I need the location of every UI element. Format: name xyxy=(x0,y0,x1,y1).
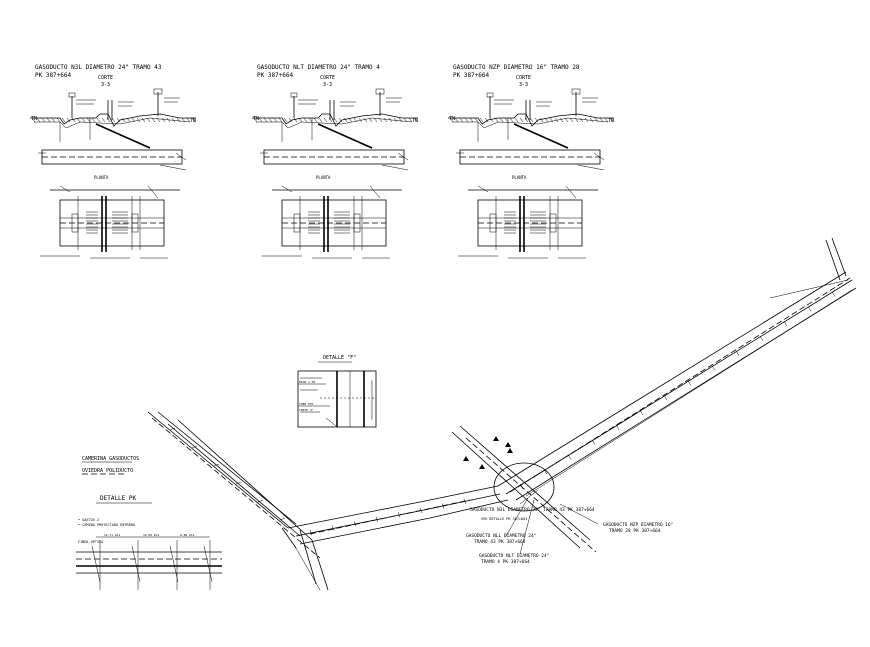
detalle-f-title: DETALLE "F" xyxy=(323,355,356,361)
section-linework xyxy=(448,88,614,259)
tn-right-label: TN xyxy=(608,118,614,124)
section-block-3: GASODUCTO NZP DIAMETRO 16" TRAMO 28 PK 3… xyxy=(448,64,614,259)
triangle-marker-icon xyxy=(479,464,485,469)
svg-text:DIAM 1.00: DIAM 1.00 xyxy=(299,380,315,384)
tn-right-label: TN xyxy=(190,118,196,124)
detalle-pk: CAMERINA GASODUCTOS OVIEDRA POLIDUCTO DE… xyxy=(76,456,222,590)
ground-profile xyxy=(30,113,196,127)
section-block-2: GASODUCTO NLT DIAMETRO 24" TRAMO 4 PK 38… xyxy=(252,64,418,259)
planta-label: PLANTA xyxy=(512,175,527,180)
section-pk: PK 387+664 xyxy=(257,72,294,79)
section-title: GASODUCTO NLT DIAMETRO 24" TRAMO 4 xyxy=(257,64,380,71)
corte-id: 3-3 xyxy=(101,82,110,88)
legend-line-2: OVIEDRA POLIDUCTO xyxy=(82,468,133,474)
label-nlt-line1: GASODUCTO NLT DIAMETRO 24" xyxy=(479,553,549,559)
ground-profile xyxy=(252,113,418,127)
triangle-marker-icon xyxy=(507,448,513,453)
svg-text:12.71 mts: 12.71 mts xyxy=(104,533,120,537)
svg-text:6.80 mts: 6.80 mts xyxy=(180,533,195,537)
svg-text:CORTE 4": CORTE 4" xyxy=(299,408,314,412)
svg-text:16.00 mts: 16.00 mts xyxy=(143,533,159,537)
corte-id: 3-3 xyxy=(323,82,332,88)
svg-text:TUBO PVC: TUBO PVC xyxy=(299,402,314,406)
label-ver-detalle: VER DETALLE PK 387+664 xyxy=(481,517,527,521)
label-gasoducto-n3l: GASODUCTO N3L DIAMETRO 24" TRAMO 43 PK 3… xyxy=(470,507,595,513)
triangle-marker-icon xyxy=(463,456,469,461)
label-nlt-line2: TRAMO 4 PK 387+664 xyxy=(481,559,530,565)
tn-left-label: TN xyxy=(31,116,37,122)
corte-label: CORTE xyxy=(98,75,113,81)
plan-labels: GASODUCTO N3L DIAMETRO 24" TRAMO 43 PK 3… xyxy=(466,507,673,565)
corte-label: CORTE xyxy=(516,75,531,81)
section-linework xyxy=(30,88,196,259)
corte-id: 3-3 xyxy=(519,82,528,88)
tn-left-label: TN xyxy=(253,116,259,122)
section-title: GASODUCTO N3L DIAMETRO 24" TRAMO 43 xyxy=(35,64,162,71)
label-nzp-line2: TRAMO 28 PK 387+664 xyxy=(609,528,661,534)
triangle-marker-icon xyxy=(505,442,511,447)
tn-left-label: TN xyxy=(449,116,455,122)
junction-circle xyxy=(493,462,555,512)
tn-right-label: TN xyxy=(412,118,418,124)
note-1: • GASTOS 2 xyxy=(78,518,99,522)
note-2: • CAMINO PROYECTADO ENTRENA xyxy=(78,523,136,527)
detalle-pk-title: DETALLE PK xyxy=(100,495,137,502)
legend-line-1: CAMERINA GASODUCTOS xyxy=(82,456,139,462)
fibra-label: FIBRA OPTICA xyxy=(78,540,104,544)
label-nll-line1: GASODUCTO NLL DIAMETRO 24" xyxy=(466,533,536,539)
planta-frame xyxy=(59,199,165,247)
planta-label: PLANTA xyxy=(94,175,109,180)
section-pk: PK 387+664 xyxy=(453,72,490,79)
label-nzp-line1: GASODUCTO NZP DIAMETRO 16" xyxy=(603,522,673,528)
corte-label: CORTE xyxy=(320,75,335,81)
planta-frame xyxy=(477,199,583,247)
detalle-f: DETALLE "F" DIAM 1.00 TUBO PVC CORTE 4" xyxy=(297,355,377,428)
section-pk: PK 387+664 xyxy=(35,72,72,79)
ground-profile xyxy=(448,113,614,127)
label-nll-line2: TRAMO 43 PK 387+664 xyxy=(474,539,526,545)
section-linework xyxy=(252,88,418,259)
road-network xyxy=(147,237,857,591)
planta-label: PLANTA xyxy=(316,175,331,180)
section-title: GASODUCTO NZP DIAMETRO 16" TRAMO 28 xyxy=(453,64,580,71)
linework xyxy=(147,237,857,591)
triangle-marker-icon xyxy=(493,436,499,441)
section-block-1: GASODUCTO N3L DIAMETRO 24" TRAMO 43 PK 3… xyxy=(30,64,196,259)
planta-frame xyxy=(281,199,387,247)
